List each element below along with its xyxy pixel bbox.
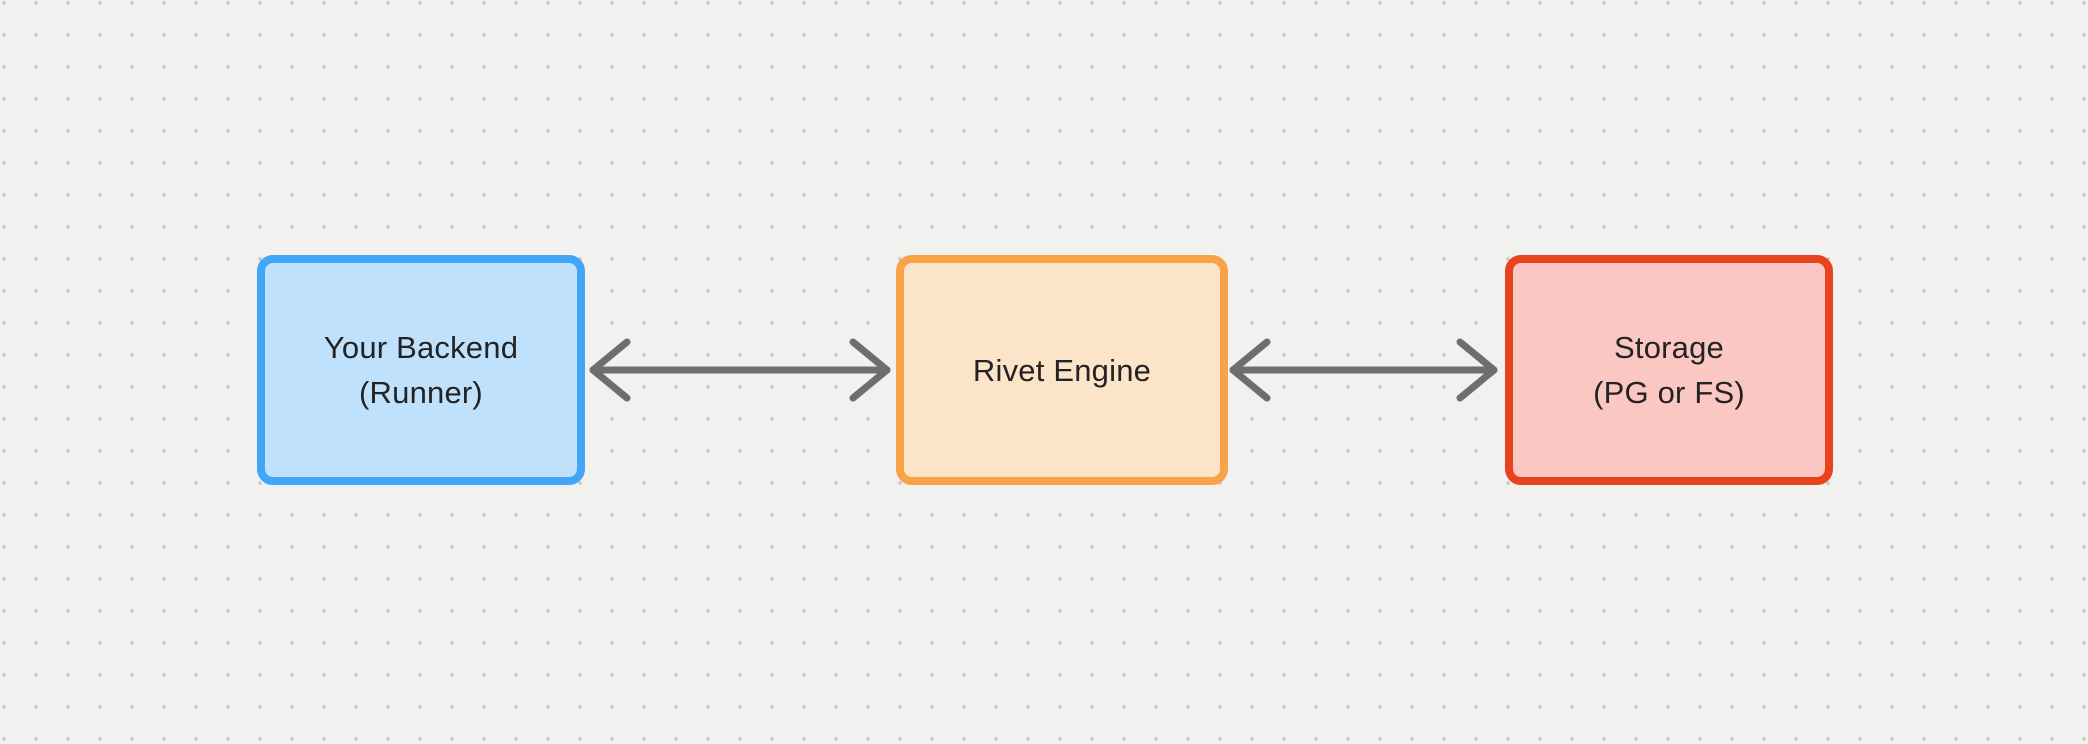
arrow-backend-engine (589, 338, 891, 402)
arrow-backend-engine-right-head (849, 338, 891, 402)
node-rivet-engine-label-line1: Rivet Engine (972, 352, 1152, 388)
node-rivet-engine: Rivet Engine (896, 255, 1228, 485)
node-your-backend: Your Backend (Runner) (257, 255, 585, 485)
node-your-backend-label-line1: Your Backend (323, 330, 519, 365)
arrow-engine-storage-right-head (1456, 338, 1498, 402)
node-storage: Storage (PG or FS) (1505, 255, 1833, 485)
node-storage-label: Storage (PG or FS) (1593, 325, 1745, 415)
node-your-backend-label: Your Backend (Runner) (324, 325, 518, 415)
arrow-backend-engine-left-head (589, 338, 631, 402)
node-rivet-engine-label: Rivet Engine (973, 348, 1151, 393)
arrow-engine-storage-left-head (1229, 338, 1271, 402)
node-storage-label-line2: (PG or FS) (1593, 375, 1745, 410)
node-your-backend-label-line2: (Runner) (359, 375, 483, 410)
node-storage-label-line1: Storage (1614, 330, 1724, 365)
arrow-engine-storage (1229, 338, 1498, 402)
